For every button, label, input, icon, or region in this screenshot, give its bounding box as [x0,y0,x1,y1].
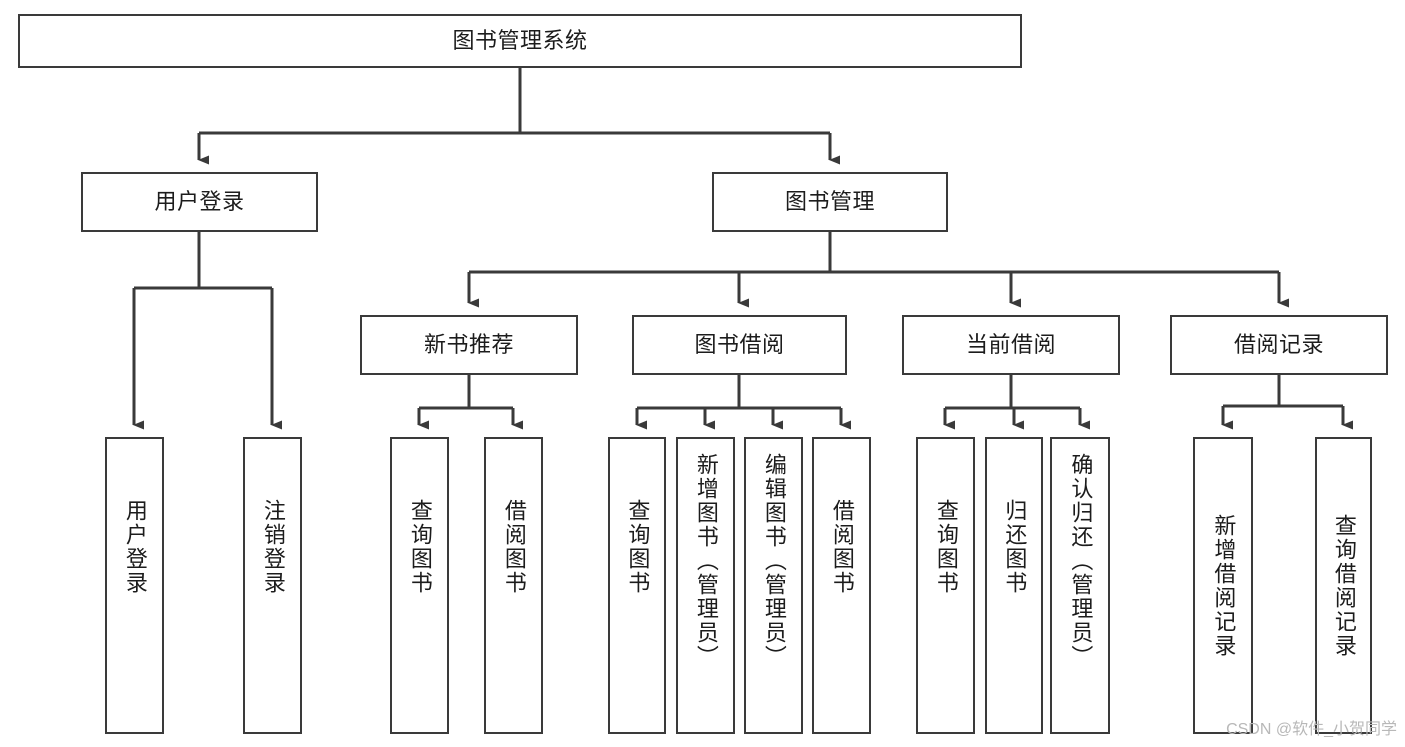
node-leaf-borrow-book-nb[interactable]: 借阅图书 [484,437,543,734]
node-label: 确认归还（管理员） [1068,453,1094,669]
node-leaf-add-borrow-record[interactable]: 新增借阅记录 [1193,437,1253,734]
node-label: 归还图书 [1002,499,1028,595]
node-book-management-system[interactable]: 图书管理系统 [18,14,1022,68]
node-label: 图书管理 [784,188,875,214]
node-leaf-query-book-bb[interactable]: 查询图书 [608,437,666,734]
node-leaf-query-borrow-record[interactable]: 查询借阅记录 [1315,437,1372,734]
node-leaf-query-book-nb[interactable]: 查询图书 [390,437,449,734]
node-leaf-borrow-book-bb[interactable]: 借阅图书 [812,437,871,734]
node-label: 借阅图书 [829,499,855,595]
node-book-management[interactable]: 图书管理 [712,172,948,232]
node-leaf-edit-book-admin[interactable]: 编辑图书（管理员） [744,437,803,734]
node-label: 当前借阅 [965,331,1056,357]
node-label: 查询借阅记录 [1331,513,1357,658]
node-label: 新增借阅记录 [1211,513,1237,658]
node-label: 借阅记录 [1233,331,1324,357]
node-label: 注销登录 [260,499,286,595]
node-label: 图书借阅 [694,331,785,357]
node-label: 新书推荐 [423,331,514,357]
node-leaf-logout[interactable]: 注销登录 [243,437,302,734]
node-leaf-return-book[interactable]: 归还图书 [985,437,1043,734]
node-label: 借阅图书 [501,499,527,595]
node-leaf-user-login[interactable]: 用户登录 [105,437,164,734]
node-label: 查询图书 [407,499,433,595]
node-label: 查询图书 [625,499,651,595]
node-label: 用户登录 [154,188,245,214]
node-current-borrowing[interactable]: 当前借阅 [902,315,1120,375]
node-label: 编辑图书（管理员） [761,453,787,669]
node-leaf-query-book-cb[interactable]: 查询图书 [916,437,975,734]
node-label: 图书管理系统 [452,27,588,53]
node-leaf-add-book-admin[interactable]: 新增图书（管理员） [676,437,735,734]
node-new-book-recommendation[interactable]: 新书推荐 [360,315,578,375]
node-leaf-confirm-return-admin[interactable]: 确认归还（管理员） [1050,437,1110,734]
node-book-borrowing[interactable]: 图书借阅 [632,315,847,375]
node-borrowing-record[interactable]: 借阅记录 [1170,315,1388,375]
node-label: 查询图书 [933,499,959,595]
node-label: 新增图书（管理员） [693,453,719,669]
node-label: 用户登录 [122,499,148,595]
node-user-login[interactable]: 用户登录 [81,172,318,232]
